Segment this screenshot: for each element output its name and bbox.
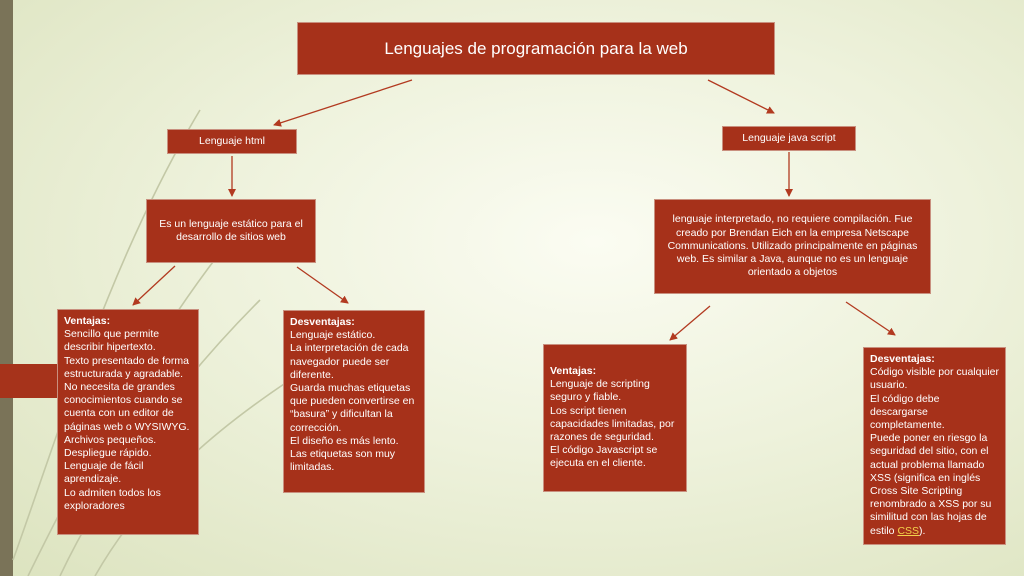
html-advantage-item: Lenguaje de fácil aprendizaje.: [64, 460, 144, 486]
html-disadvantages-box: Desventajas: Lenguaje estático. La inter…: [283, 310, 425, 493]
js-advantages-heading: Ventajas:: [550, 365, 597, 377]
diagram-title: Lenguajes de programación para la web: [384, 38, 688, 58]
html-advantage-item: No necesita de grandes conocimientos cua…: [64, 381, 190, 433]
html-advantage-item: Despliegue rápido.: [64, 447, 152, 460]
left-accent-block: [0, 364, 57, 398]
html-disadvantage-item: Guarda muchas etiquetas que pueden conve…: [290, 382, 415, 434]
js-disadvantage-item: Puede poner en riesgo la seguridad del s…: [870, 432, 999, 538]
html-disadvantages-heading: Desventajas:: [290, 316, 355, 328]
html-advantage-item: Texto presentado de forma estructurada y…: [64, 354, 189, 380]
diagram-title-box: Lenguajes de programación para la web: [297, 22, 775, 75]
html-disadvantage-item: Las etiquetas son muy limitadas.: [290, 448, 396, 474]
html-disadvantage-item: La interpretación de cada navegador pued…: [290, 342, 409, 381]
js-advantage-item: Los script tienen capacidades limitadas,…: [550, 404, 675, 444]
js-disadvantages-box: Desventajas: Código visible por cualquie…: [863, 347, 1006, 545]
html-advantage-item: Archivos pequeños.: [64, 433, 157, 446]
js-disadvantages-heading: Desventajas:: [870, 353, 935, 365]
js-disadvantage-tail: ).: [919, 524, 926, 537]
arrow-js-desc-to-advantages: [669, 305, 711, 341]
css-link[interactable]: CSS: [897, 524, 920, 537]
js-disadvantage-item: Código visible por cualquier usuario.: [870, 366, 999, 392]
html-advantages-box: Ventajas: Sencillo que permite describir…: [57, 309, 199, 535]
js-disadvantage-item: El código debe descargarse completamente…: [870, 392, 945, 432]
arrow-js-desc-to-disadvantages: [845, 301, 896, 336]
html-label: Lenguaje html: [199, 134, 265, 147]
html-label-box: Lenguaje html: [167, 129, 297, 154]
js-advantage-item: Lenguaje de scripting seguro y fiable.: [550, 378, 650, 404]
arrow-html-desc-to-disadvantages: [296, 266, 349, 304]
arrow-title-to-html: [273, 79, 413, 127]
js-label-box: Lenguaje java script: [722, 126, 856, 151]
js-description-box: lenguaje interpretado, no requiere compi…: [654, 199, 931, 294]
left-sidebar-bar: [0, 0, 13, 576]
html-advantage-item: Sencillo que permite describir hipertext…: [64, 328, 160, 354]
js-advantage-item: El código Javascript se ejecuta en el cl…: [550, 444, 658, 470]
js-label: Lenguaje java script: [742, 131, 836, 144]
arrow-title-to-js: [707, 79, 775, 114]
html-advantage-item: Lo admiten todos los exploradores: [64, 486, 161, 512]
arrow-html-desc-to-advantages: [132, 265, 176, 306]
js-description: lenguaje interpretado, no requiere compi…: [667, 213, 918, 279]
html-disadvantage-item: El diseño es más lento.: [290, 434, 399, 447]
html-description: Es un lenguaje estático para el desarrol…: [159, 217, 303, 243]
js-disadvantage-text: Puede poner en riesgo la seguridad del s…: [870, 432, 992, 537]
html-disadvantage-item: Lenguaje estático.: [290, 329, 376, 342]
js-advantages-box: Ventajas: Lenguaje de scripting seguro y…: [543, 344, 687, 492]
html-advantages-heading: Ventajas:: [64, 315, 111, 327]
html-description-box: Es un lenguaje estático para el desarrol…: [146, 199, 316, 263]
